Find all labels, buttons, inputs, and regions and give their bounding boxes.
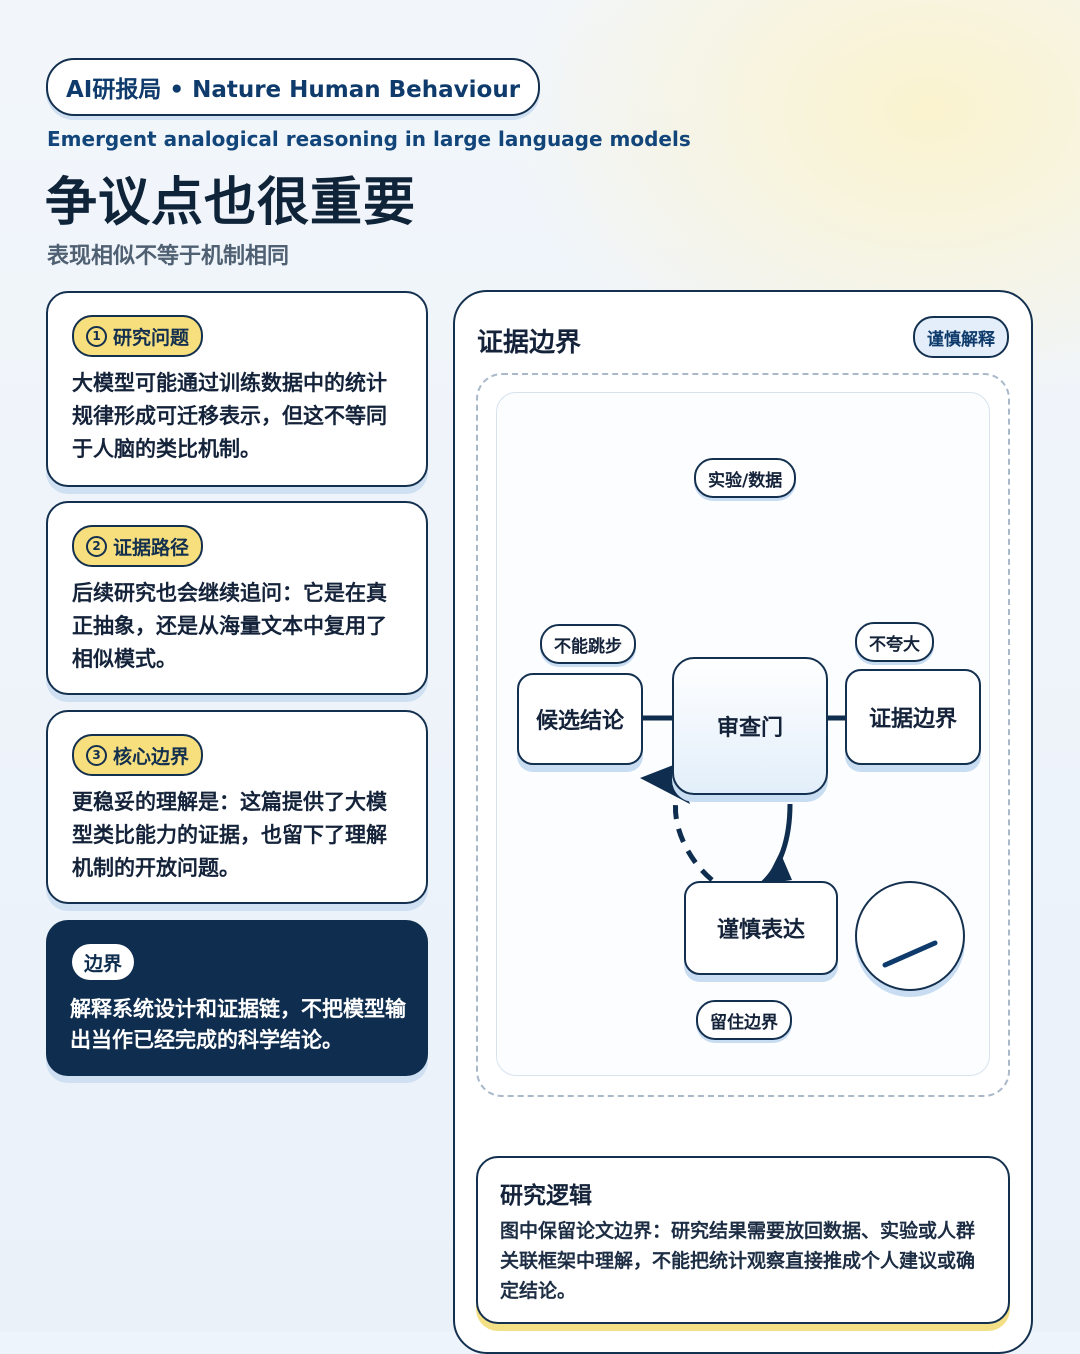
card-evidence-path: 2 证据路径 后续研究也会继续追问：它是在真正抽象，还是从海量文本中复用了相似模… bbox=[46, 501, 428, 695]
card-badge: 3 核心边界 bbox=[72, 734, 204, 776]
logic-title: 研究逻辑 bbox=[500, 1183, 592, 1209]
card-badge-label: 核心边界 bbox=[113, 745, 190, 768]
card-badge: 1 研究问题 bbox=[72, 315, 204, 357]
card-badge-label: 研究问题 bbox=[113, 326, 190, 349]
source-pill: AI研报局 • Nature Human Behaviour bbox=[46, 58, 541, 116]
chip-no-skipping: 不能跳步 bbox=[540, 624, 636, 664]
number-circle-icon: 1 bbox=[86, 325, 107, 347]
number-circle-icon: 2 bbox=[86, 535, 107, 557]
card-research-question: 1 研究问题 大模型可能通过训练数据中的统计规律形成可迁移表示，但这不等同于人脑… bbox=[46, 291, 428, 487]
node-cautious-expression: 谨慎表达 bbox=[684, 881, 838, 975]
chip-no-exaggeration: 不夸大 bbox=[855, 622, 934, 662]
card-core-boundary: 3 核心边界 更稳妥的理解是：这篇提供了大模型类比能力的证据，也留下了理解机制的… bbox=[46, 710, 428, 904]
chip-experiment-data: 实验/数据 bbox=[694, 458, 797, 498]
node-evidence-boundary: 证据边界 bbox=[845, 669, 981, 765]
chip-keep-boundary: 留住边界 bbox=[696, 1000, 792, 1040]
paper-title: Emergent analogical reasoning in large l… bbox=[47, 127, 691, 151]
card-body: 大模型可能通过训练数据中的统计规律形成可迁移表示，但这不等同于人脑的类比机制。 bbox=[72, 371, 387, 461]
boundary-card: 边界 解释系统设计和证据链，不把模型输出当作已经完成的科学结论。 bbox=[46, 920, 428, 1076]
card-badge: 2 证据路径 bbox=[72, 525, 204, 567]
logic-body: 图中保留论文边界：研究结果需要放回数据、实验或人群关联框架中理解，不能把统计观察… bbox=[500, 1220, 976, 1302]
card-body: 更稳妥的理解是：这篇提供了大模型类比能力的证据，也留下了理解机制的开放问题。 bbox=[72, 790, 387, 880]
panel-title: 证据边界 bbox=[477, 328, 582, 358]
needle-icon bbox=[882, 940, 938, 968]
diagram-dashed-frame bbox=[476, 373, 1010, 1097]
node-candidate-conclusion: 候选结论 bbox=[517, 673, 643, 765]
number-circle-icon: 3 bbox=[86, 744, 107, 766]
gauge-dial bbox=[855, 881, 965, 991]
boundary-body: 解释系统设计和证据链，不把模型输出当作已经完成的科学结论。 bbox=[70, 997, 406, 1052]
card-body: 后续研究也会继续追问：它是在真正抽象，还是从海量文本中复用了相似模式。 bbox=[72, 581, 387, 671]
page-headline: 争议点也很重要 bbox=[45, 173, 417, 233]
page-tagline: 表现相似不等于机制相同 bbox=[47, 244, 290, 269]
panel-tag: 谨慎解释 bbox=[913, 316, 1009, 358]
card-badge-label: 证据路径 bbox=[113, 536, 190, 559]
boundary-badge: 边界 bbox=[72, 944, 135, 980]
research-logic-card: 研究逻辑 图中保留论文边界：研究结果需要放回数据、实验或人群关联框架中理解，不能… bbox=[476, 1156, 1010, 1324]
node-review-gate: 审查门 bbox=[672, 657, 828, 795]
